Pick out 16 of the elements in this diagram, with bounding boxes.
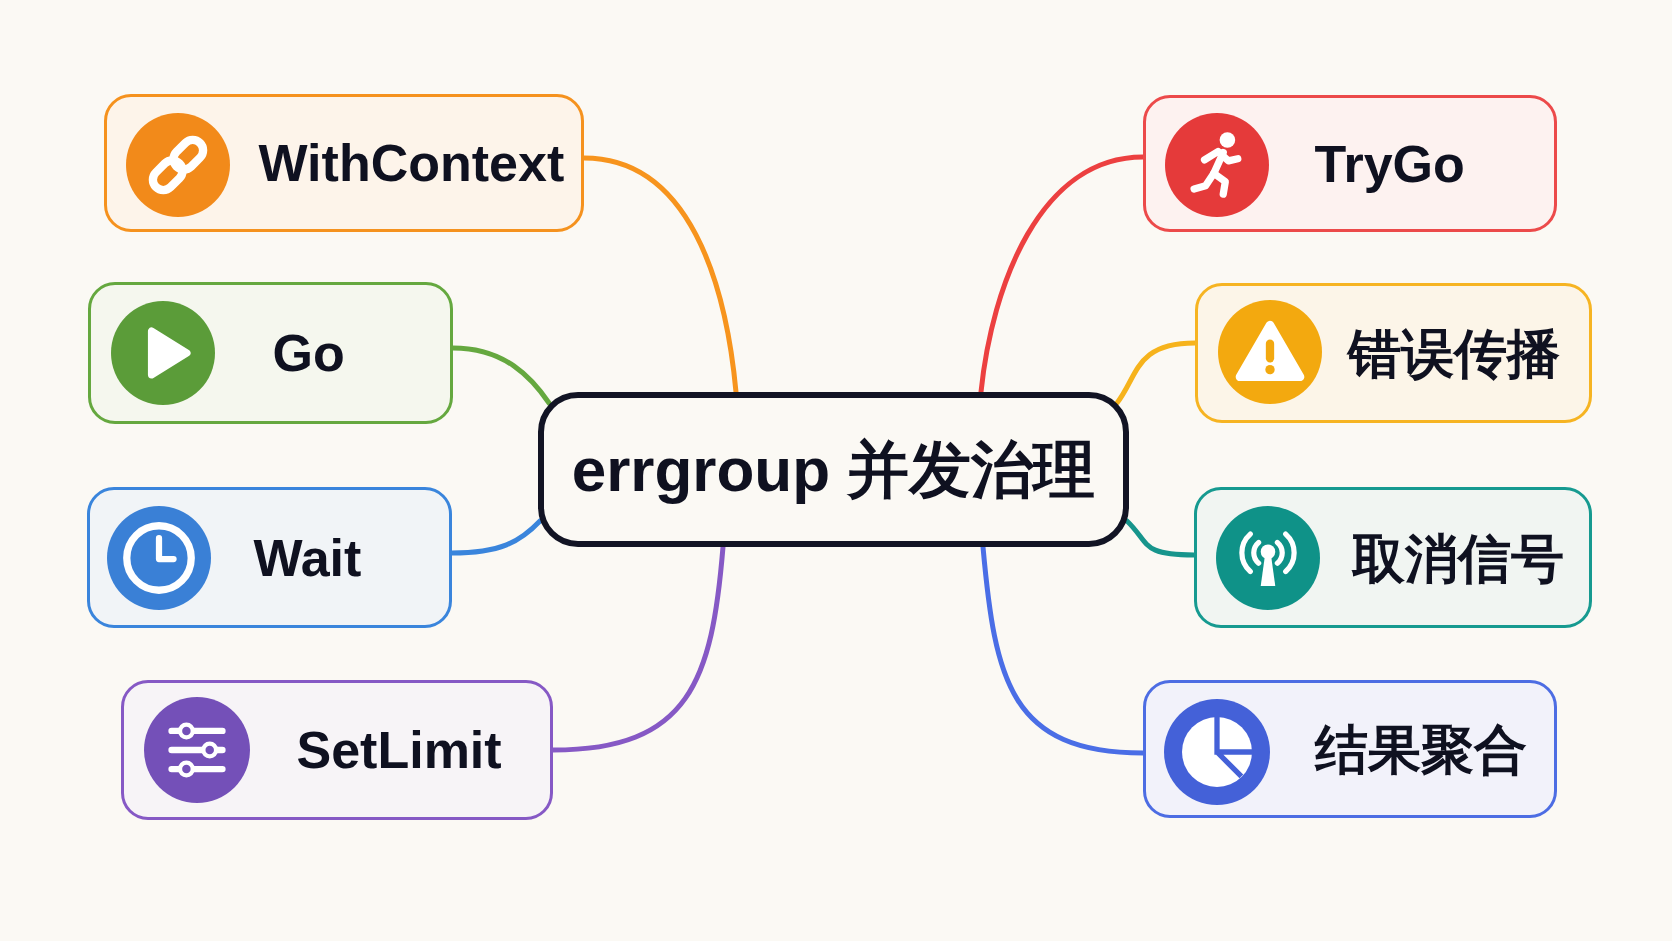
branch-box xyxy=(104,94,584,232)
topic-box: errgroup 并发治理 xyxy=(538,392,1129,547)
branch-label: WithContext xyxy=(258,137,565,189)
branch-box xyxy=(1143,95,1557,232)
branch-label: SetLimit xyxy=(296,724,502,776)
branch-box xyxy=(88,282,453,424)
branch-box xyxy=(1143,680,1557,818)
branch-box xyxy=(121,680,553,820)
branch-label: Go xyxy=(272,327,345,379)
branch-box xyxy=(1195,283,1592,423)
branch-label: 取消信号 xyxy=(1351,531,1564,584)
branch-box xyxy=(87,487,452,628)
branch-box xyxy=(1194,487,1592,628)
branch-label: 错误传播 xyxy=(1347,326,1560,380)
branch-label: 结果聚合 xyxy=(1314,722,1527,776)
branch-label: Wait xyxy=(253,531,362,584)
